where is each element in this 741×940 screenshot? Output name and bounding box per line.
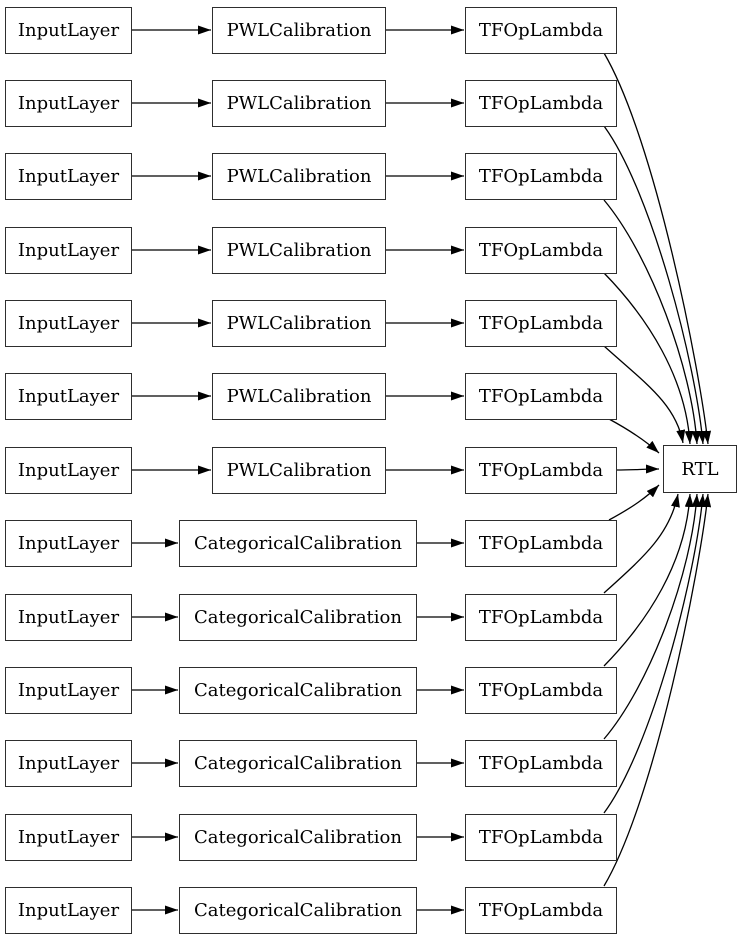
pwl-calibration-node: PWLCalibration (212, 6, 386, 54)
pwl-calibration-node: PWLCalibration (212, 226, 386, 274)
tfop-lambda-node: TFOpLambda (465, 6, 617, 54)
input-layer-node: InputLayer (5, 666, 132, 714)
pwl-calibration-node: PWLCalibration (212, 299, 386, 347)
input-layer-node: InputLayer (5, 6, 132, 54)
tfop-lambda-node: TFOpLambda (465, 666, 617, 714)
tfop-lambda-node: TFOpLambda (465, 446, 617, 494)
tfop-lambda-node: TFOpLambda (465, 79, 617, 127)
input-layer-node: InputLayer (5, 519, 132, 567)
edge-lambda-to-rtl (603, 493, 707, 814)
categorical-calibration-node: CategoricalCalibration (179, 739, 417, 787)
edge-lambda-to-rtl (603, 199, 701, 445)
categorical-calibration-node: CategoricalCalibration (179, 593, 417, 641)
categorical-calibration-node: CategoricalCalibration (179, 666, 417, 714)
edge-lambda-to-rtl (603, 125, 707, 445)
tfop-lambda-node: TFOpLambda (465, 299, 617, 347)
tfop-lambda-node: TFOpLambda (465, 593, 617, 641)
input-layer-node: InputLayer (5, 739, 132, 787)
tfop-lambda-node: TFOpLambda (465, 739, 617, 787)
edge-lambda-to-rtl (616, 464, 660, 474)
pwl-calibration-node: PWLCalibration (212, 152, 386, 200)
input-layer-node: InputLayer (5, 813, 132, 861)
tfop-lambda-node: TFOpLambda (465, 519, 617, 567)
input-layer-node: InputLayer (5, 886, 132, 934)
edge-lambda-to-rtl (603, 272, 694, 445)
input-layer-node: InputLayer (5, 152, 132, 200)
pwl-calibration-node: PWLCalibration (212, 79, 386, 127)
tfop-lambda-node: TFOpLambda (465, 372, 617, 420)
pwl-calibration-node: PWLCalibration (212, 372, 386, 420)
edge-lambda-to-rtl (603, 345, 686, 444)
edge-lambda-to-rtl (608, 484, 660, 521)
input-layer-node: InputLayer (5, 446, 132, 494)
input-layer-node: InputLayer (5, 79, 132, 127)
categorical-calibration-node: CategoricalCalibration (179, 813, 417, 861)
tfop-lambda-node: TFOpLambda (465, 886, 617, 934)
tfop-lambda-node: TFOpLambda (465, 813, 617, 861)
edge-lambda-to-rtl (603, 493, 701, 740)
input-layer-node: InputLayer (5, 372, 132, 420)
tfop-lambda-node: TFOpLambda (465, 226, 617, 274)
input-layer-node: InputLayer (5, 299, 132, 347)
rtl-node: RTL (663, 445, 737, 493)
edge-lambda-to-rtl (603, 52, 712, 445)
pwl-calibration-node: PWLCalibration (212, 446, 386, 494)
edge-lambda-to-rtl (603, 493, 680, 594)
categorical-calibration-node: CategoricalCalibration (179, 886, 417, 934)
tfop-lambda-node: TFOpLambda (465, 152, 617, 200)
edge-lambda-to-rtl (603, 493, 694, 667)
categorical-calibration-node: CategoricalCalibration (179, 519, 417, 567)
input-layer-node: InputLayer (5, 226, 132, 274)
edge-lambda-to-rtl (608, 418, 660, 454)
input-layer-node: InputLayer (5, 593, 132, 641)
edge-lambda-to-rtl (603, 493, 712, 887)
